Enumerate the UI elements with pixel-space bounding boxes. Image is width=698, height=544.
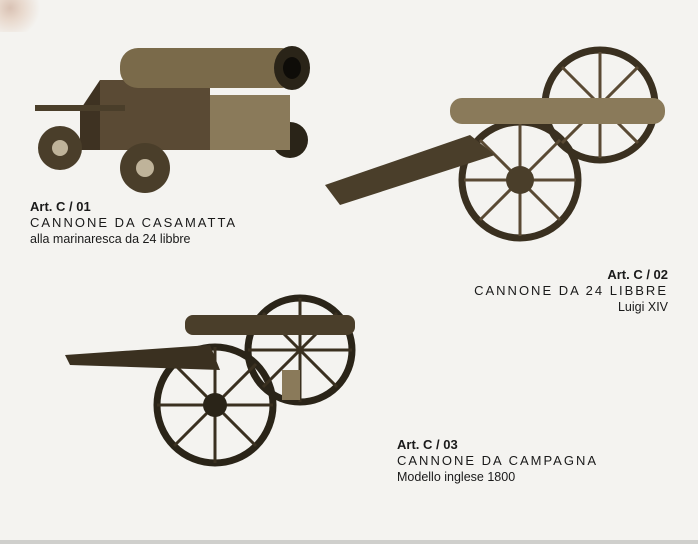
- louis-xiv-cannon-illustration: [325, 46, 665, 242]
- item-title: CANNONE DA CASAMATTA: [30, 215, 238, 231]
- page-edge: [0, 540, 698, 544]
- item-subtitle: Modello inglese 1800: [397, 469, 516, 484]
- article-code: Art. C / 03: [397, 437, 458, 452]
- item-caption-c01: Art. C / 01 CANNONE DA CASAMATTA alla ma…: [30, 199, 237, 247]
- article-code: Art. C / 01: [30, 199, 91, 214]
- field-cannon-illustration: [65, 294, 356, 467]
- item-caption-c02: Art. C / 02 CANNONE DA 24 LIBBRE Luigi X…: [474, 267, 668, 315]
- item-title: CANNONE DA CAMPAGNA: [397, 453, 599, 469]
- casemate-cannon-illustration: [35, 46, 310, 193]
- item-subtitle: alla marinaresca da 24 libbre: [30, 231, 191, 246]
- item-title: CANNONE DA 24 LIBBRE: [474, 283, 668, 299]
- paper-stain: [0, 0, 40, 32]
- article-code: Art. C / 02: [607, 267, 668, 282]
- item-subtitle: Luigi XIV: [617, 299, 668, 314]
- item-caption-c03: Art. C / 03 CANNONE DA CAMPAGNA Modello …: [397, 437, 598, 485]
